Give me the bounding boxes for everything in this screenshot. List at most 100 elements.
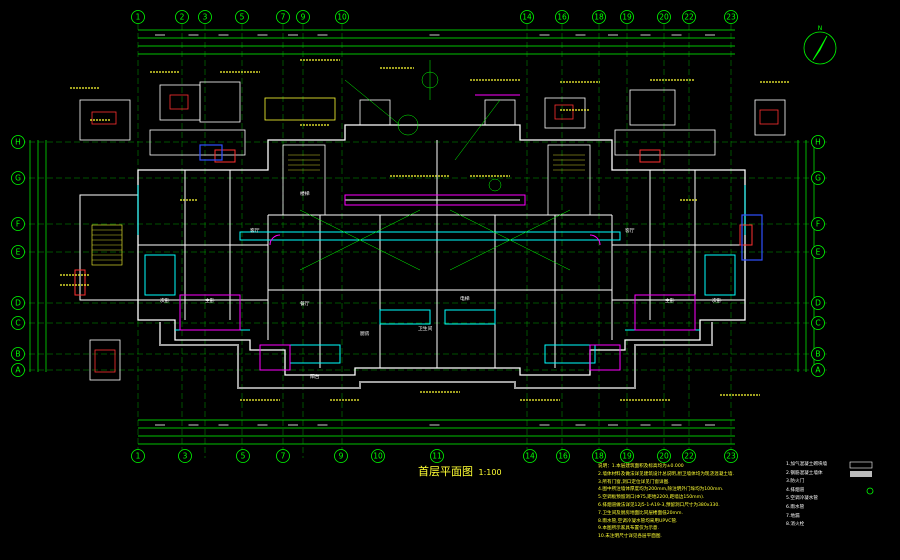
- svg-text:H: H: [15, 138, 21, 147]
- grid-bubble-bottom: 22: [682, 449, 696, 463]
- svg-text:7: 7: [281, 13, 286, 22]
- top-right-annex: [544, 89, 786, 156]
- grid-bubble-left: H: [11, 135, 25, 149]
- grid-bubble-bottom: 7: [276, 449, 290, 463]
- north-arrow: [803, 31, 837, 65]
- apron-outline: [159, 322, 713, 389]
- building-outline: [137, 124, 746, 376]
- room-tag: 电梯: [460, 295, 470, 302]
- grid-bubble-bottom: 3: [178, 449, 192, 463]
- svg-text:E: E: [16, 248, 21, 257]
- grid-bubble-top: 10: [335, 10, 349, 24]
- grid-bubble-top: 7: [276, 10, 290, 24]
- grid-bubble-top: 5: [235, 10, 249, 24]
- svg-text:3: 3: [203, 13, 208, 22]
- svg-text:5: 5: [241, 452, 246, 461]
- grid-bubble-right: D: [811, 296, 825, 310]
- svg-text:20: 20: [659, 13, 669, 22]
- svg-text:7: 7: [281, 452, 286, 461]
- grid-bubble-left: G: [11, 171, 25, 185]
- drawing-title: 首层平面图 1:100: [418, 463, 502, 479]
- grid-bubble-left: C: [11, 316, 25, 330]
- grid-bubble-bottom: 10: [371, 449, 385, 463]
- legend-item: 5.空调冷凝水管: [786, 496, 818, 502]
- svg-text:9: 9: [339, 452, 344, 461]
- svg-text:14: 14: [525, 452, 535, 461]
- legend-item: 4.排烟道: [786, 487, 805, 493]
- left-dimension-lines: [29, 140, 47, 372]
- note-line: 7.卫生间及厨房地面比同层楼面低20mm.: [598, 510, 683, 516]
- room-tag: 阳台: [310, 373, 320, 380]
- grid-bubble-bottom: 16: [556, 449, 570, 463]
- svg-text:14: 14: [522, 13, 532, 22]
- grid-bubble-top: 2: [175, 10, 189, 24]
- dimension-text-marks: [60, 34, 790, 426]
- grid-bubble-top: 19: [620, 10, 634, 24]
- room-tag: 餐厅: [300, 300, 310, 307]
- note-line: 2.墙体材料及做法详见建筑设计总说明,厨卫墙体均为现浇混凝土墙.: [598, 471, 734, 477]
- room-tag: 卫生间: [418, 325, 433, 332]
- note-line: 5.空调板预留洞口(Φ75,距地2200,距墙边150mm).: [598, 495, 705, 501]
- legend-item: 1.加气混凝土砌块墙: [786, 462, 828, 467]
- room-tag: 主卧: [205, 297, 215, 304]
- blue-elements: [199, 144, 763, 261]
- room-tag: 厨房: [360, 330, 370, 337]
- north-arrow-label: N: [818, 25, 823, 32]
- svg-text:A: A: [815, 366, 821, 375]
- legend-item: 6.雨水管: [786, 504, 805, 510]
- svg-text:B: B: [15, 350, 20, 359]
- room-tag: 次卧: [160, 297, 170, 304]
- grid-bubble-top: 9: [296, 10, 310, 24]
- grid-bubble-right: H: [811, 135, 825, 149]
- svg-text:A: A: [15, 366, 21, 375]
- note-line: 8.雨水管,空调冷凝水管均采用UPVC管.: [598, 518, 678, 524]
- svg-text:1: 1: [136, 452, 141, 461]
- svg-text:G: G: [15, 174, 21, 183]
- grid-bubble-left: F: [11, 217, 25, 231]
- top-dimension-lines: [138, 29, 735, 55]
- grid-bubble-right: E: [811, 245, 825, 259]
- grid-bubble-left: E: [11, 245, 25, 259]
- annotation-leaders: [299, 60, 571, 271]
- grid-bubble-bottom: 5: [236, 449, 250, 463]
- grid-bubble-bottom: 9: [334, 449, 348, 463]
- left-stair-block: [79, 194, 139, 381]
- doors-and-balconies: [179, 94, 696, 371]
- svg-text:23: 23: [726, 452, 736, 461]
- room-tag: 楼梯: [300, 190, 310, 197]
- svg-text:9: 9: [301, 13, 306, 22]
- svg-text:5: 5: [240, 13, 245, 22]
- note-line: 3.所有门窗,洞口定位详见门窗详图.: [598, 479, 670, 485]
- grid-bubble-left: B: [11, 347, 25, 361]
- svg-text:3: 3: [183, 452, 188, 461]
- grid-bubble-top: 16: [555, 10, 569, 24]
- grid-bubble-bottom: 19: [620, 449, 634, 463]
- svg-text:H: H: [815, 138, 821, 147]
- top-left-annex: [79, 81, 336, 156]
- legend-item: 3.防火门: [786, 479, 805, 485]
- svg-text:22: 22: [684, 452, 694, 461]
- bottom-dimension-lines: [138, 419, 735, 445]
- grid-bubble-top: 18: [592, 10, 606, 24]
- note-line: 6.排烟道做法详见12J5-1-A19-3,预留洞口尺寸为380x330.: [598, 502, 720, 508]
- svg-text:10: 10: [373, 452, 383, 461]
- drawing-scale: 1:100: [478, 468, 502, 477]
- note-line: 4.图中所注墙体厚度均为200mm,除注明外门垛均为100mm.: [598, 487, 724, 493]
- shaft-accents: [74, 149, 753, 296]
- legend-item: 7.地漏: [786, 513, 800, 519]
- svg-text:D: D: [815, 299, 821, 308]
- grid-bubble-right: A: [811, 363, 825, 377]
- grid-bubble-bottom: 18: [592, 449, 606, 463]
- grid-bubble-bottom: 20: [657, 449, 671, 463]
- room-tag: 客厅: [250, 227, 260, 234]
- svg-text:E: E: [816, 248, 821, 257]
- svg-text:18: 18: [594, 452, 604, 461]
- svg-text:18: 18: [594, 13, 604, 22]
- grid-bubble-bottom: 23: [724, 449, 738, 463]
- legend-swatches: [849, 461, 874, 495]
- svg-text:10: 10: [337, 13, 347, 22]
